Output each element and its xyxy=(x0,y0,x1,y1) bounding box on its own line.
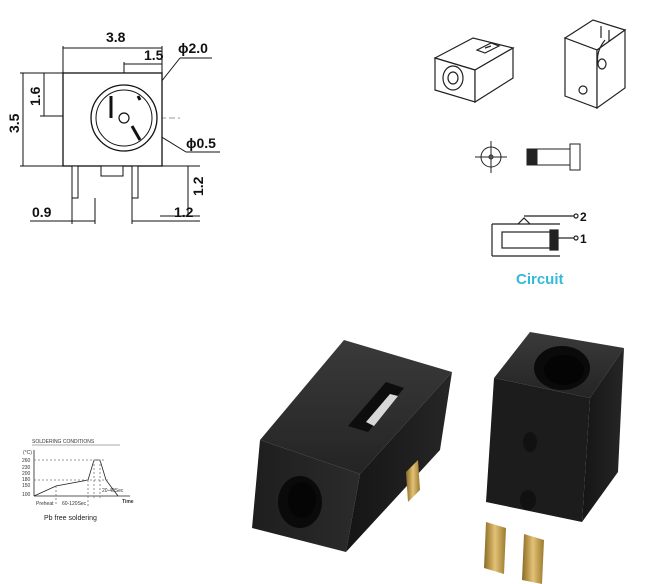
preheat-label: Preheat xyxy=(36,501,54,507)
connector-left xyxy=(252,340,452,552)
soldering-title: SOLDERING CONDITIONS xyxy=(32,439,95,445)
connector-photo xyxy=(252,332,624,584)
isometric-drawings xyxy=(433,19,627,110)
peak-time-label: 20-40Sec xyxy=(102,488,124,494)
dimension-drawing: 3.8 1.5 ϕ2.0 ϕ0.5 1.6 3.5 1.2 0.9 1.2 xyxy=(6,29,220,224)
y-label-150: 150 xyxy=(22,483,31,489)
dim-height-label: 3.5 xyxy=(6,113,22,133)
circuit-pin-2-label: 2 xyxy=(580,210,587,224)
dim-offset-label: 1.5 xyxy=(144,47,164,63)
y-label-230: 230 xyxy=(22,465,31,471)
soldering-unit: (°C) xyxy=(23,450,32,456)
dim-diameter-inner-label: ϕ0.5 xyxy=(186,135,216,151)
y-label-180: 180 xyxy=(22,477,31,483)
dim-pin-length-label: 1.2 xyxy=(190,176,206,196)
small-views xyxy=(475,141,581,173)
y-label-260: 260 xyxy=(22,458,31,464)
dim-top-label: 1.6 xyxy=(27,86,43,106)
preheat-time-label: 60-120Sec xyxy=(62,501,87,507)
soldering-graph: SOLDERING CONDITIONS (°C) 260 230 200 18… xyxy=(22,439,134,522)
circuit-label: Circuit xyxy=(516,271,564,288)
connector-right xyxy=(484,332,624,584)
y-label-100: 100 xyxy=(22,492,31,498)
dim-pin-spacing-label: 1.2 xyxy=(174,204,194,220)
circuit-pin-1-label: 1 xyxy=(580,232,587,246)
dim-diameter-outer-label: ϕ2.0 xyxy=(178,40,208,56)
soldering-caption: Pb free soldering xyxy=(44,515,97,522)
dim-width-label: 3.8 xyxy=(106,29,126,45)
circuit-symbol: 2 1 Circuit xyxy=(491,210,587,288)
time-axis-label: Time xyxy=(122,499,134,505)
y-label-200: 200 xyxy=(22,471,31,477)
dim-pin-left-label: 0.9 xyxy=(32,204,52,220)
